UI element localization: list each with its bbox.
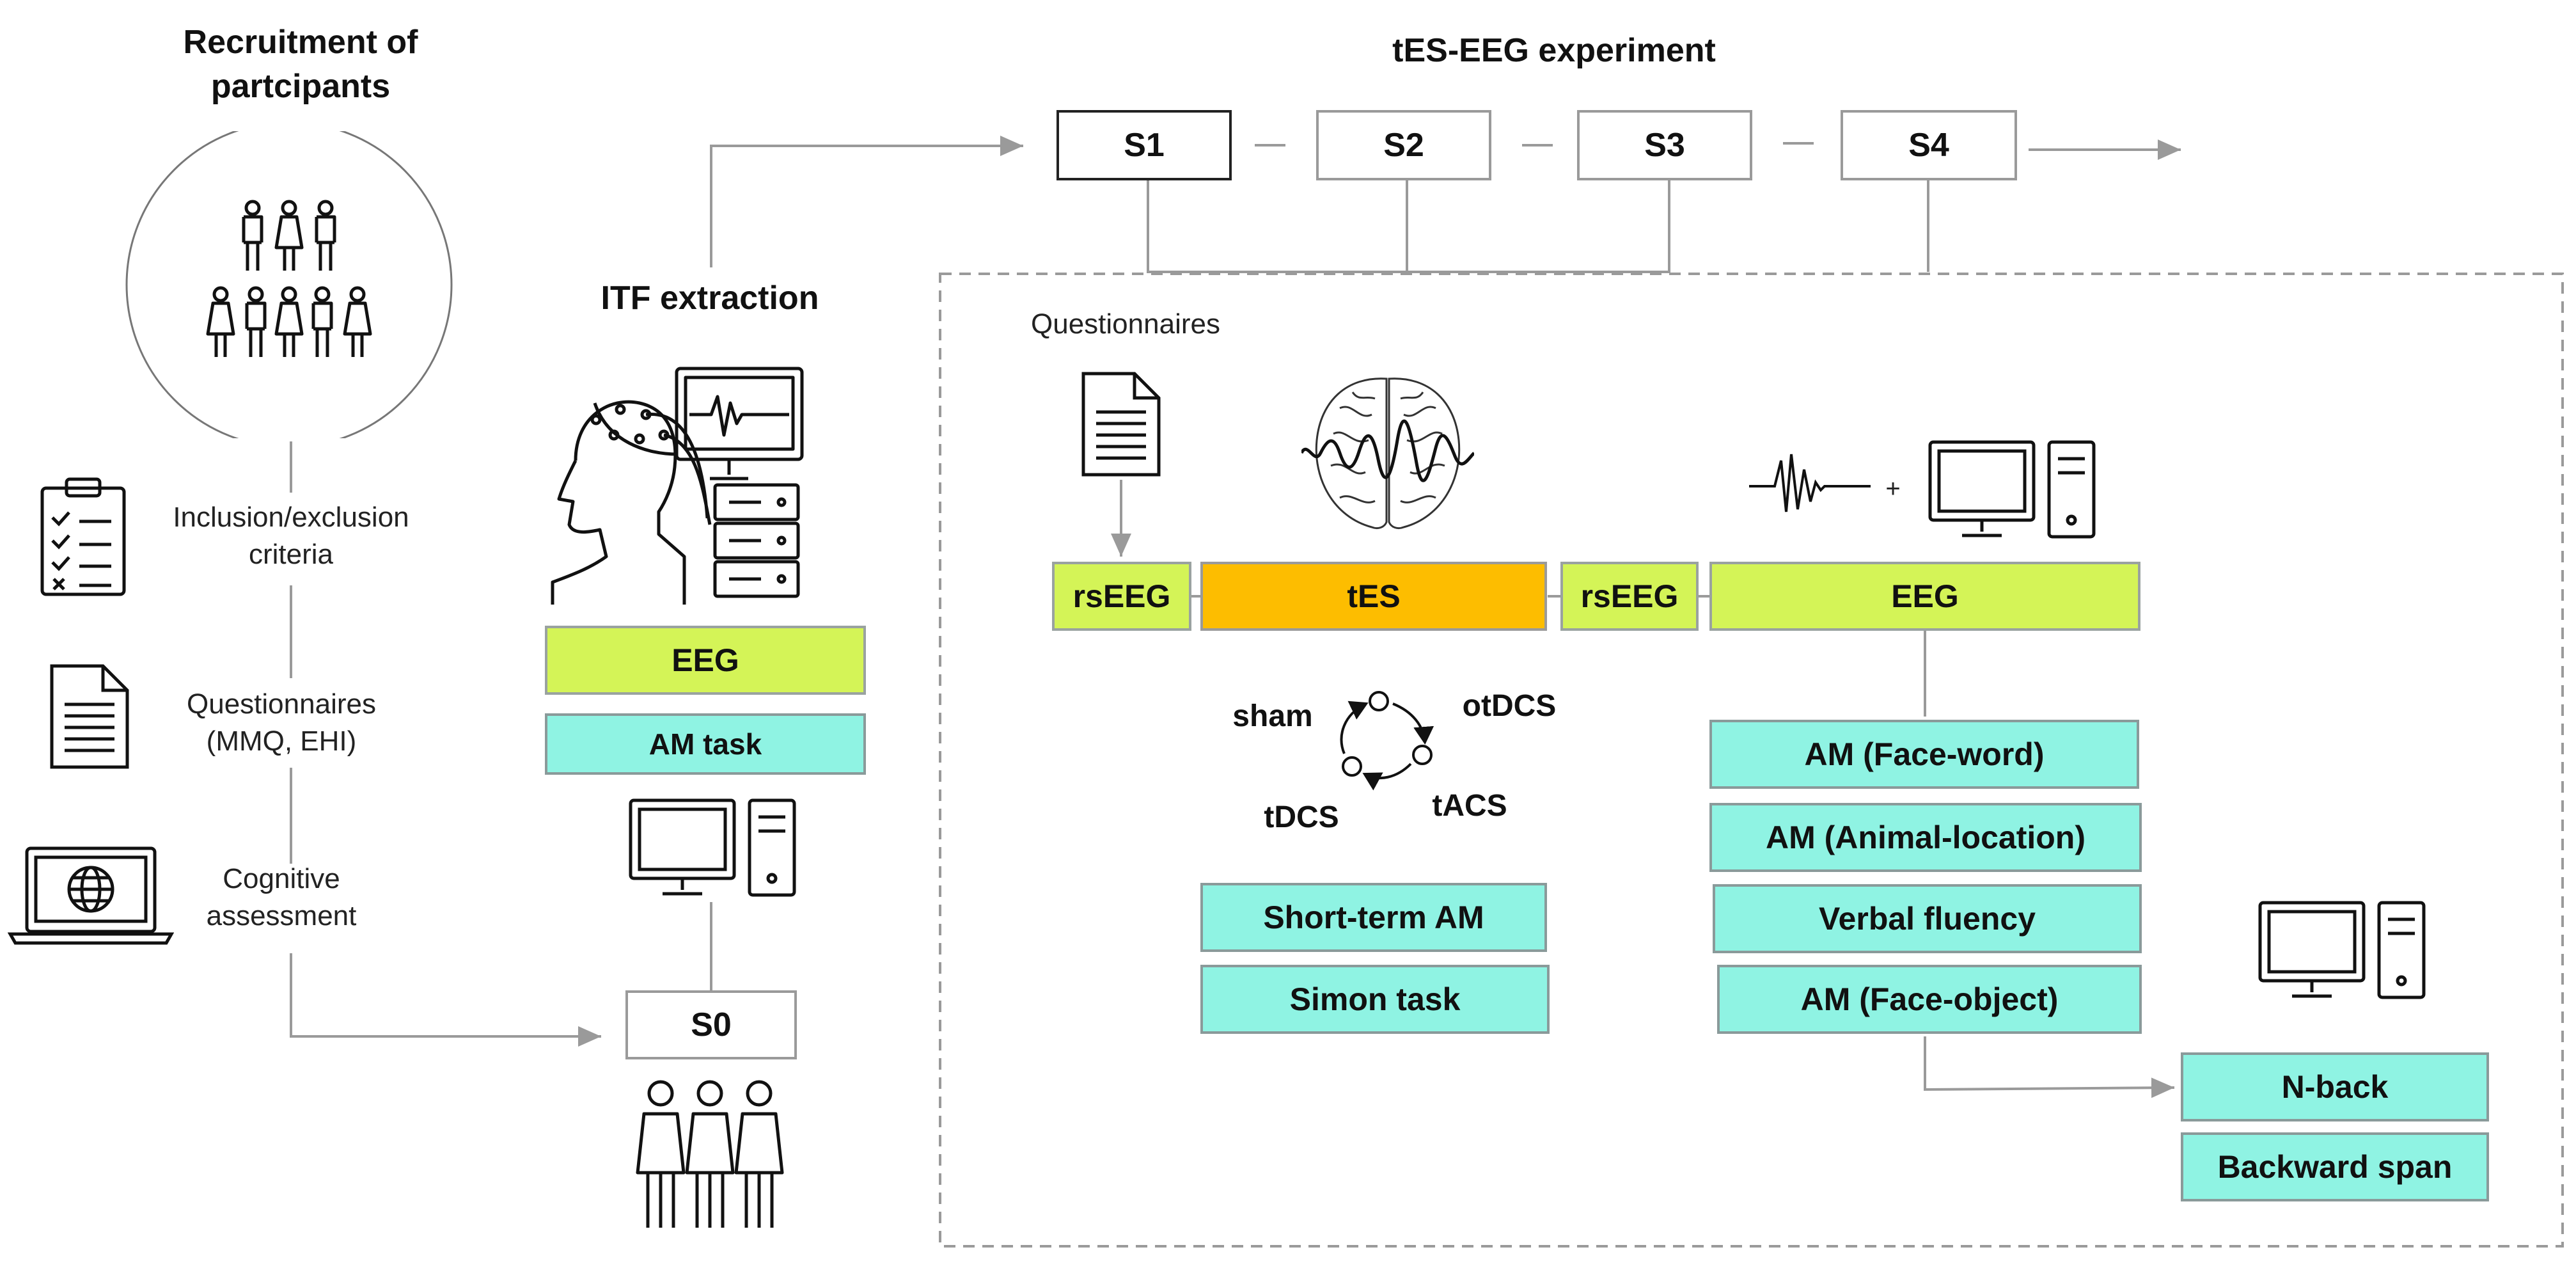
verbal-fluency-box: Verbal fluency [1713,884,2142,953]
eeg-waveform-icon [1749,454,1871,512]
rseeg-post-box: rsEEG [1560,562,1699,631]
recruitment-title-line2: partcipants [210,67,391,105]
tacs-label: tACS [1432,789,1507,823]
people-group-icon [125,131,453,438]
desktop-computer-icon [1928,440,2096,539]
plus-sign: + [1885,475,1901,503]
brain-waves-icon [1301,377,1474,530]
document-icon [1081,372,1161,477]
itf-am-task-box: AM task [545,713,866,775]
am-animal-location-box: AM (Animal-location) [1709,803,2142,872]
tdcs-label: tDCS [1264,800,1339,834]
cognitive-line1: Cognitive [223,863,340,894]
criteria-line2: criteria [248,539,334,571]
short-term-am-box: Short-term AM [1200,883,1547,952]
am-face-object-box: AM (Face-object) [1717,965,2142,1034]
recruitment-title-line1: Recruitment of [183,24,418,61]
otdcs-label: otDCS [1462,689,1557,723]
document-icon [50,664,129,769]
questionnaires-mmq-line1: Questionnaires [187,688,376,720]
criteria-label: Inclusion/exclusion criteria [153,499,428,573]
three-people-icon [636,1080,784,1228]
cognitive-line2: assessment [206,900,357,932]
simon-task-box: Simon task [1200,965,1550,1034]
tes-box: tES [1200,562,1547,631]
session-s0-box: S0 [625,990,797,1059]
eeg-box: EEG [1709,562,2140,631]
desktop-computer-icon [629,798,796,897]
sham-label: sham [1232,699,1313,733]
am-face-word-box: AM (Face-word) [1709,720,2139,789]
session-s4-box: S4 [1841,110,2017,180]
recruitment-title: Recruitment of partcipants [128,20,473,108]
criteria-line1: Inclusion/exclusion [173,502,409,533]
backward-span-box: Backward span [2181,1132,2489,1201]
laptop-globe-icon [8,846,174,945]
experiment-panel-border [939,273,2564,1248]
session-s3-box: S3 [1577,110,1752,180]
itf-eeg-box: EEG [545,626,866,695]
desktop-computer-icon [2258,901,2426,999]
session-s1-box: S1 [1056,110,1232,180]
questionnaires-mmq-label: Questionnaires (MMQ, EHI) [153,686,409,760]
questionnaires-label: Questionnaires [1031,308,1220,340]
cycle-arrows-icon [1340,691,1434,791]
experiment-title: tES-EEG experiment [1392,32,1716,69]
questionnaires-mmq-line2: (MMQ, EHI) [206,725,357,757]
itf-title: ITF extraction [601,280,819,317]
cognitive-label: Cognitive assessment [166,860,397,935]
checklist-clipboard-icon [40,477,126,596]
person-eeg-cap-computer-icon [551,367,804,605]
rseeg-pre-box: rsEEG [1052,562,1191,631]
session-s2-box: S2 [1316,110,1491,180]
n-back-box: N-back [2181,1052,2489,1121]
